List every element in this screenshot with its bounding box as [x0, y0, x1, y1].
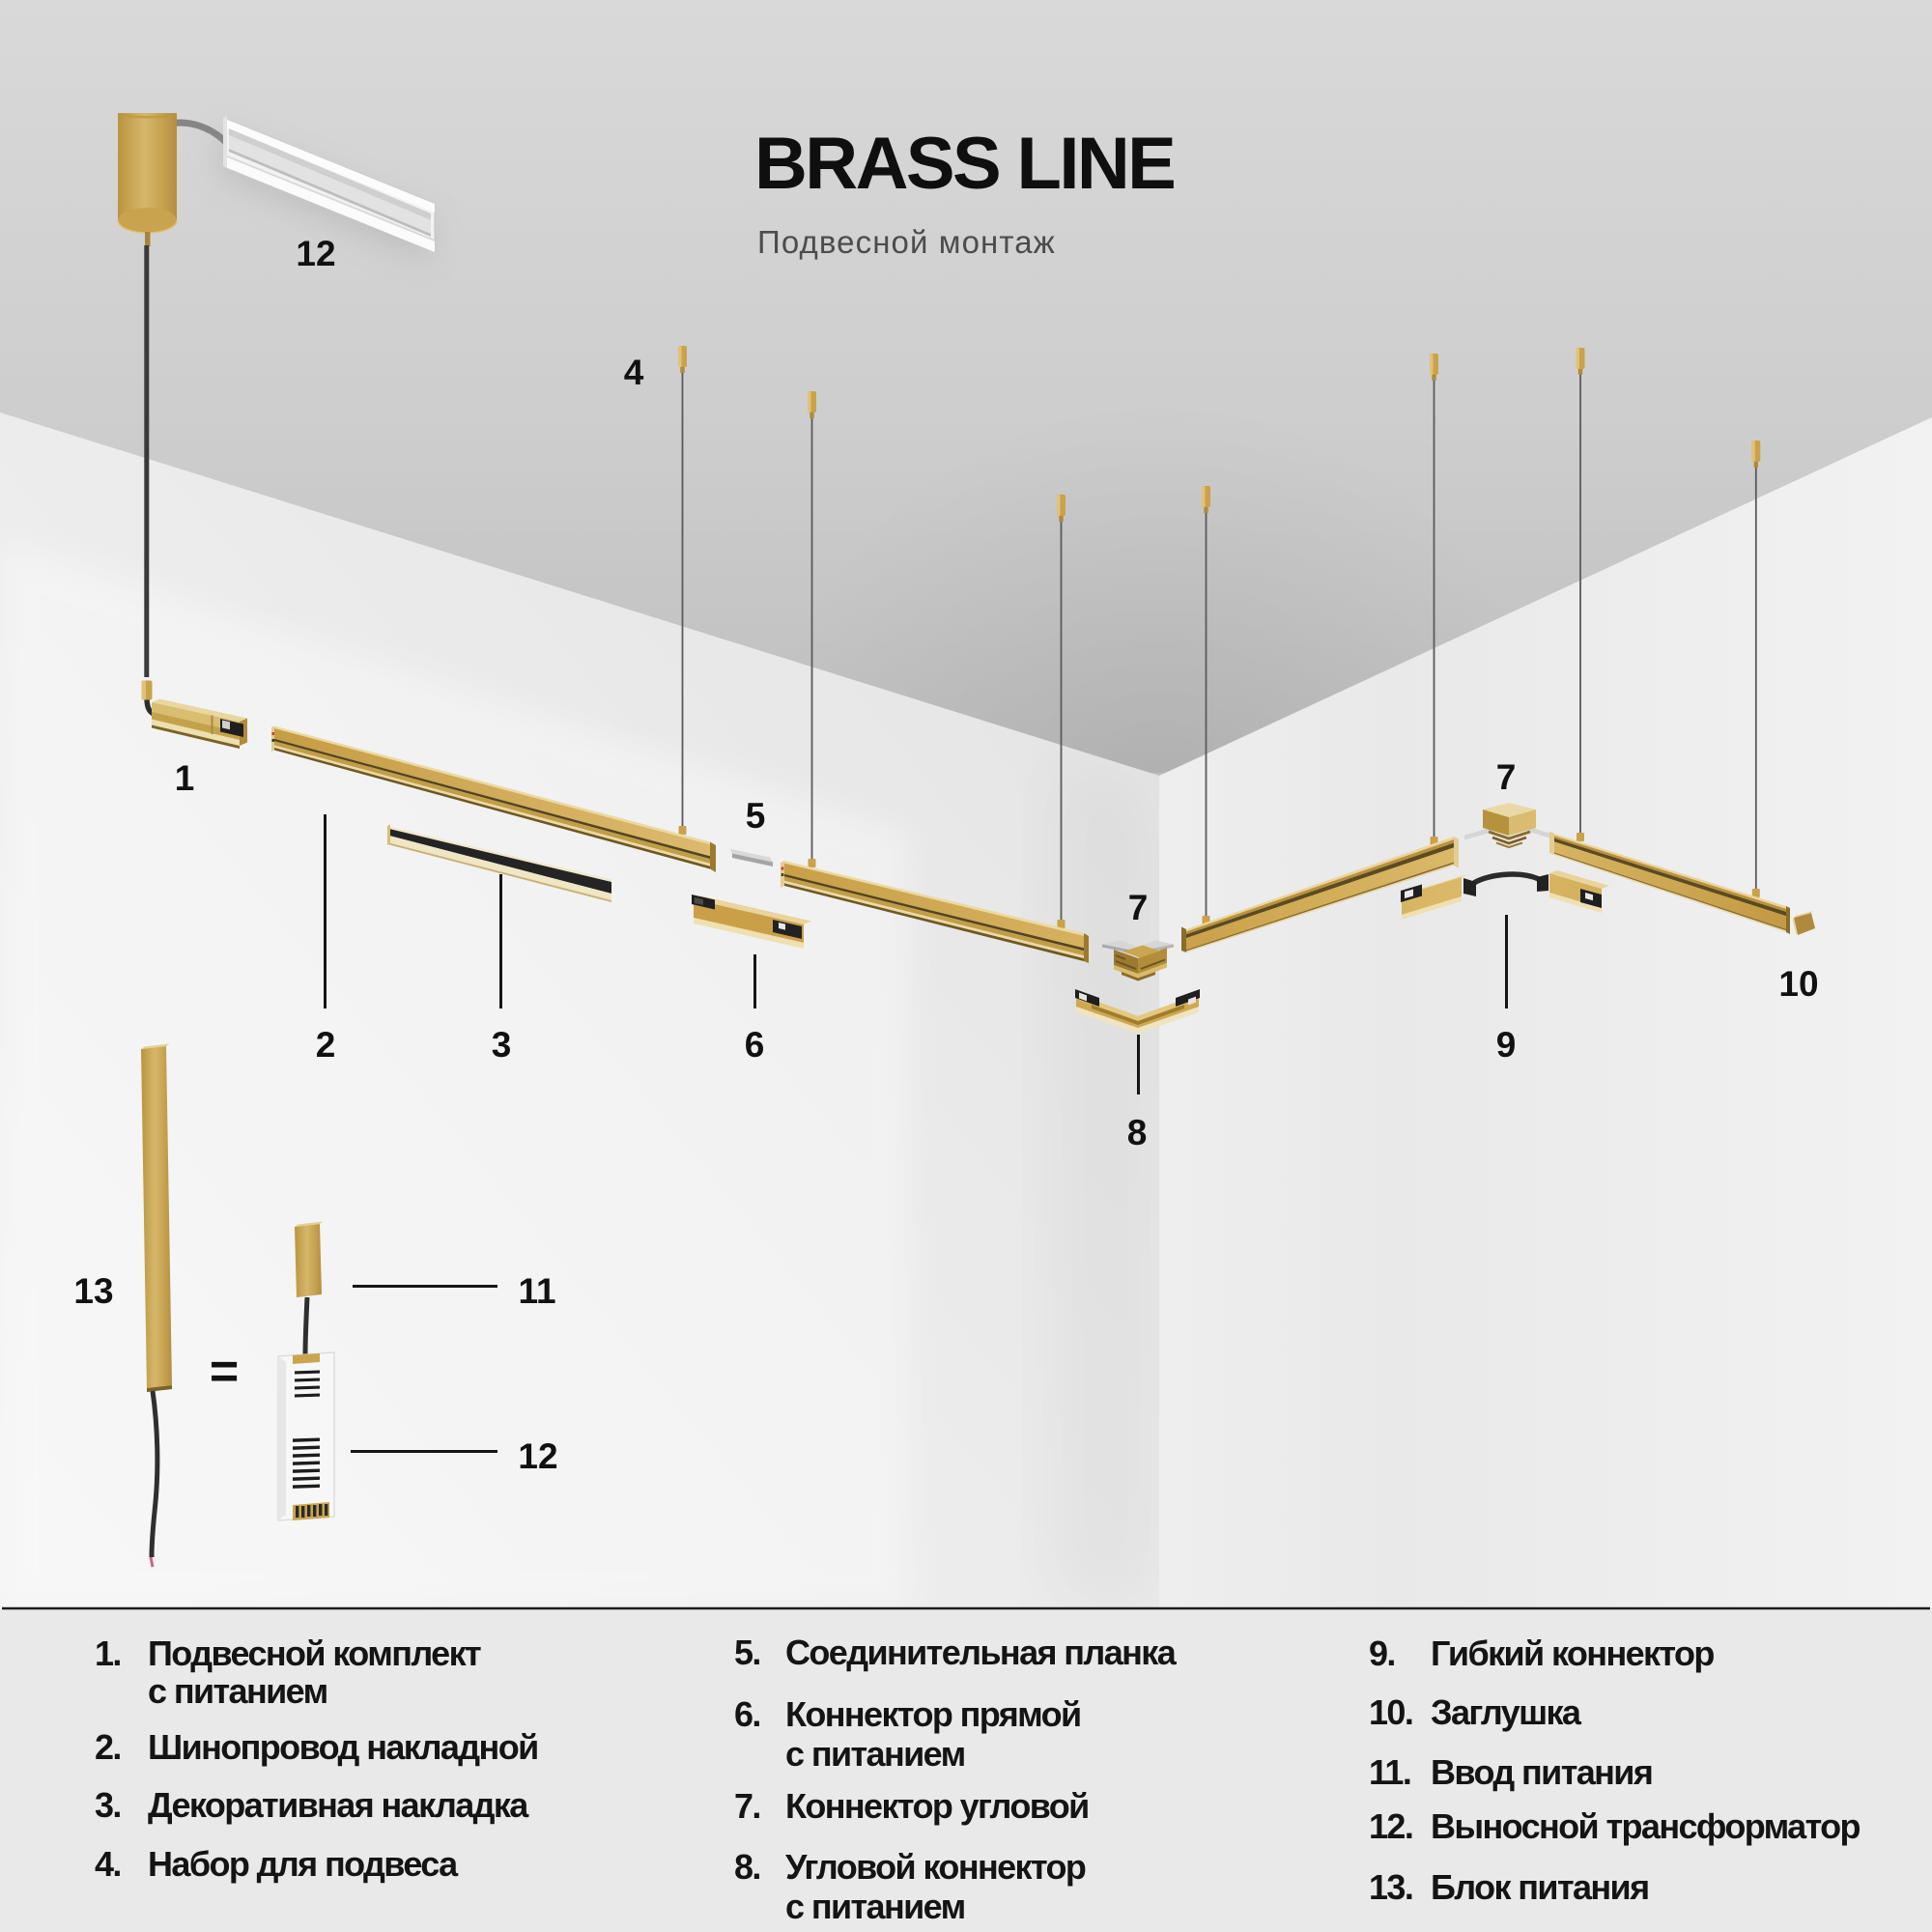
svg-text:Коннектор прямой: Коннектор прямой: [785, 1694, 1081, 1734]
svg-text:2.: 2.: [95, 1727, 121, 1767]
svg-text:Подвесной комплект: Подвесной комплект: [148, 1634, 481, 1673]
svg-text:1.: 1.: [95, 1634, 121, 1673]
svg-text:с питанием: с питанием: [785, 1734, 965, 1774]
svg-text:12: 12: [518, 1436, 557, 1476]
svg-text:5: 5: [746, 796, 766, 836]
svg-text:13.: 13.: [1369, 1867, 1412, 1907]
svg-text:Шинопровод накладной: Шинопровод накладной: [148, 1727, 538, 1767]
svg-text:11.: 11.: [1369, 1752, 1410, 1792]
svg-text:4: 4: [624, 353, 644, 392]
svg-text:с питанием: с питанием: [785, 1887, 965, 1926]
svg-text:Декоративная накладка: Декоративная накладка: [148, 1785, 529, 1825]
svg-text:9.: 9.: [1369, 1634, 1395, 1673]
svg-text:Угловой коннектор: Угловой коннектор: [785, 1847, 1086, 1887]
svg-text:5.: 5.: [734, 1633, 760, 1672]
svg-text:Соединительная планка: Соединительная планка: [785, 1633, 1178, 1672]
svg-text:Подвесной монтаж: Подвесной монтаж: [757, 224, 1056, 260]
svg-text:6.: 6.: [734, 1694, 760, 1734]
svg-text:8.: 8.: [734, 1847, 760, 1887]
svg-text:3.: 3.: [95, 1785, 121, 1825]
svg-text:Коннектор угловой: Коннектор угловой: [785, 1786, 1089, 1826]
svg-text:11: 11: [518, 1271, 555, 1311]
svg-text:=: =: [210, 1344, 239, 1400]
svg-text:7: 7: [1496, 757, 1517, 797]
svg-text:Ввод питания: Ввод питания: [1431, 1752, 1652, 1792]
svg-text:12: 12: [296, 234, 335, 273]
svg-text:10.: 10.: [1369, 1692, 1412, 1732]
svg-text:7: 7: [1128, 888, 1149, 927]
svg-text:8: 8: [1127, 1113, 1148, 1152]
svg-text:13: 13: [73, 1271, 113, 1311]
svg-text:9: 9: [1496, 1025, 1517, 1065]
svg-text:с питанием: с питанием: [148, 1671, 327, 1711]
svg-text:4.: 4.: [95, 1844, 121, 1884]
svg-text:Гибкий коннектор: Гибкий коннектор: [1431, 1634, 1714, 1673]
svg-text:Набор для подвеса: Набор для подвеса: [148, 1844, 459, 1884]
svg-text:7.: 7.: [734, 1786, 760, 1826]
svg-text:BRASS LINE: BRASS LINE: [754, 123, 1174, 205]
svg-text:2: 2: [316, 1025, 336, 1065]
svg-text:1: 1: [175, 758, 195, 798]
svg-text:Блок питания: Блок питания: [1431, 1867, 1649, 1907]
svg-text:6: 6: [745, 1025, 765, 1065]
svg-text:12.: 12.: [1369, 1806, 1412, 1846]
svg-text:10: 10: [1778, 964, 1818, 1004]
svg-text:Заглушка: Заглушка: [1431, 1692, 1582, 1732]
svg-text:3: 3: [492, 1025, 512, 1065]
svg-text:Выносной трансформатор: Выносной трансформатор: [1431, 1806, 1861, 1846]
